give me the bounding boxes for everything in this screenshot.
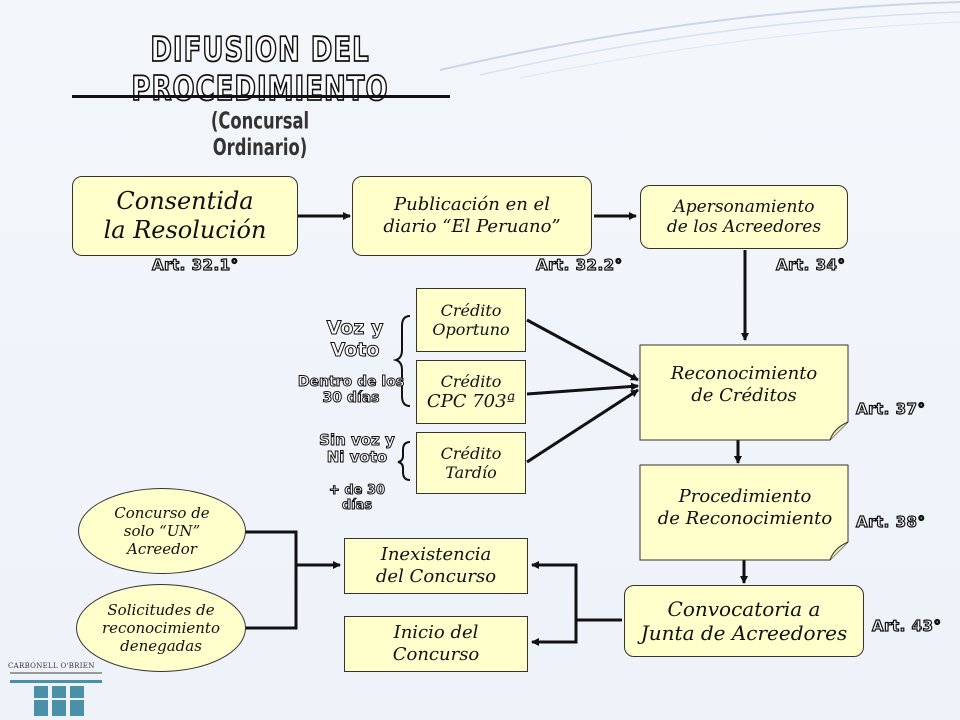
- consentida-line1: Consentida: [116, 187, 254, 216]
- mas-30-label: + de 30 días: [302, 483, 412, 514]
- publicacion-line2: diario “El Peruano”: [383, 216, 561, 237]
- solicitudes-line1: Solicitudes de: [107, 601, 215, 619]
- art-37-label: Art. 37°: [855, 399, 926, 418]
- credito-tardio-line1: Crédito: [440, 443, 502, 463]
- reconocimiento-line1: Reconocimiento: [670, 363, 818, 385]
- credito-tardio-box: Crédito Tardío: [416, 432, 526, 494]
- procedimiento-box: Procedimiento de Reconocimiento: [640, 465, 850, 550]
- credito-oportuno-box: Crédito Oportuno: [416, 288, 526, 352]
- logo-icon: [10, 672, 102, 716]
- apersonamiento-line1: Apersonamiento: [673, 196, 815, 217]
- reconocimiento-line2: de Créditos: [691, 385, 797, 406]
- apersonamiento-line2: de los Acreedores: [666, 217, 822, 237]
- convocatoria-line1: Convocatoria a: [667, 597, 821, 621]
- credito-cpc-box: Crédito CPC 703ª: [416, 360, 526, 424]
- art-32-1-label: Art. 32.1°: [151, 255, 239, 274]
- concurso-un-line2: solo “UN”: [123, 522, 201, 540]
- credito-tardio-line2: Tardío: [445, 463, 497, 482]
- arrow-convocatoria-inexistencia: [531, 561, 622, 622]
- solicitudes-line2: reconocimiento: [102, 619, 220, 637]
- solicitudes-ellipse: Solicitudes de reconocimiento denegadas: [76, 584, 246, 672]
- inicio-line1: Inicio del: [393, 622, 479, 644]
- inexistencia-line1: Inexistencia: [380, 544, 492, 566]
- inicio-box: Inicio del Concurso: [344, 616, 528, 672]
- arrow-cpc-reconocimiento: [526, 382, 639, 396]
- concurso-un-line3: Acreedor: [127, 540, 197, 558]
- procedimiento-line1: Procedimiento: [678, 485, 812, 507]
- apersonamiento-box: Apersonamiento de los Acreedores: [640, 185, 848, 249]
- inexistencia-box: Inexistencia del Concurso: [344, 538, 528, 594]
- sin-voz-label: Sin voz y Ni voto: [302, 431, 412, 467]
- publicacion-line1: Publicación en el: [394, 194, 550, 216]
- mas-30-line1: + de 30: [328, 483, 386, 499]
- dentro-line1: Dentro de los: [297, 373, 405, 390]
- consentida-line2: la Resolución: [103, 216, 267, 244]
- arrow-oportuno-reconocimiento: [526, 318, 639, 382]
- dentro-30-label: Dentro de los 30 días: [296, 373, 406, 407]
- arrow-tardio-reconocimiento: [526, 388, 639, 464]
- inicio-line2: Concurso: [392, 644, 480, 665]
- inexistencia-line2: del Concurso: [375, 566, 497, 587]
- logo-text: CARBONELL O'BRIEN: [8, 662, 95, 670]
- title-underline: [72, 95, 450, 98]
- publicacion-box: Publicación en el diario “El Peruano”: [352, 176, 592, 256]
- consentida-box: Consentida la Resolución: [72, 176, 298, 256]
- credito-oportuno-line2: Oportuno: [432, 320, 510, 339]
- concurso-un-line1: Concurso de: [114, 504, 210, 522]
- connector-ellipses: [244, 530, 298, 630]
- dentro-line2: 30 días: [322, 390, 380, 407]
- arrow-convocatoria-inicio: [531, 620, 578, 646]
- art-32-2-label: Art. 32.2°: [535, 255, 623, 274]
- art-38-label: Art. 38°: [855, 512, 926, 531]
- convocatoria-line2: Junta de Acreedores: [640, 621, 848, 645]
- voz-voto-line1: Voz y: [326, 317, 384, 340]
- credito-oportuno-line1: Crédito: [440, 300, 502, 320]
- sin-voz-line1: Sin voz y: [319, 431, 396, 450]
- credito-cpc-line2: CPC 703ª: [426, 390, 516, 412]
- mas-30-line2: días: [341, 497, 373, 513]
- page-subtitle: (Concursal Ordinario): [210, 107, 310, 161]
- art-34-label: Art. 34°: [775, 255, 846, 274]
- voz-voto-label: Voz y Voto: [300, 317, 410, 362]
- brace-voz-voto: [392, 315, 411, 407]
- brace-sin-voz: [397, 441, 411, 481]
- solicitudes-line3: denegadas: [120, 637, 202, 655]
- convocatoria-box: Convocatoria a Junta de Acreedores: [624, 585, 864, 657]
- voz-voto-line2: Voto: [330, 338, 380, 361]
- credito-cpc-line1: Crédito: [440, 371, 502, 391]
- page-title: DIFUSION DEL PROCEDIMIENTO: [131, 30, 389, 110]
- concurso-un-ellipse: Concurso de solo “UN” Acreedor: [78, 488, 246, 574]
- procedimiento-line2: de Reconocimiento: [657, 507, 833, 529]
- art-43-label: Art. 43°: [871, 616, 942, 635]
- reconocimiento-box: Reconocimiento de Créditos: [640, 345, 848, 425]
- sin-voz-line2: Ni voto: [326, 448, 388, 467]
